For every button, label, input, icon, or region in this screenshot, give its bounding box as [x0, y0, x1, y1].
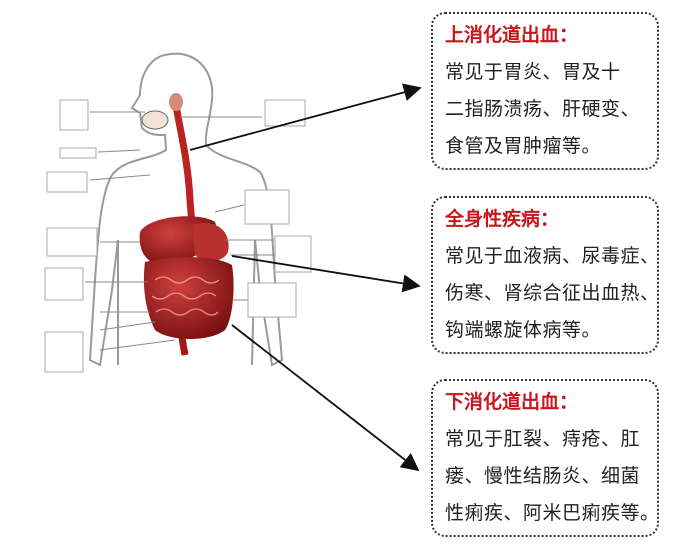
callout-title: 上消化道出血： — [445, 24, 579, 46]
callout-line: 钩端螺旋体病等。 — [445, 319, 602, 341]
callout-title: 全身性疾病： — [445, 208, 560, 230]
callout-upper-gi-bleeding: 上消化道出血： 常见于胃炎、胃及十 二指肠溃疡、肝硬变、 食管及胃肿瘤等。 — [431, 12, 659, 170]
callout-line: 二指肠溃疡、肝硬变、 — [445, 98, 641, 120]
callout-lower-gi-bleeding: 下消化道出血： 常见于肛裂、痔疮、肛 瘘、慢性结肠炎、细菌 性痢疾、阿米巴痢疾等… — [431, 379, 659, 537]
arrow-systemic — [231, 255, 421, 293]
callout-title: 下消化道出血： — [445, 391, 579, 413]
callout-line: 食管及胃肿瘤等。 — [445, 135, 602, 157]
callout-line: 瘘、慢性结肠炎、细菌 — [445, 465, 641, 487]
arrow-lower-gi — [231, 324, 420, 472]
callout-line: 常见于肛裂、痔疮、肛 — [445, 428, 641, 450]
callout-line: 常见于胃炎、胃及十 — [445, 61, 621, 83]
stomach — [192, 223, 229, 261]
callout-line: 常见于血液病、尿毒症、 — [445, 245, 660, 267]
callout-systemic-disease: 全身性疾病： 常见于血液病、尿毒症、 伤寒、肾综合征出血热、 钩端螺旋体病等。 — [431, 196, 659, 354]
callout-line: 性痢疾、阿米巴痢疾等。 — [445, 502, 660, 524]
small-labels — [44, 99, 312, 373]
rectum — [178, 337, 189, 356]
callout-line: 伤寒、肾综合征出血热、 — [445, 282, 660, 304]
mouth — [141, 110, 169, 130]
body-outline — [88, 52, 284, 367]
arrow-upper-gi — [189, 83, 422, 151]
esophagus — [171, 99, 196, 226]
pharynx — [169, 93, 183, 111]
